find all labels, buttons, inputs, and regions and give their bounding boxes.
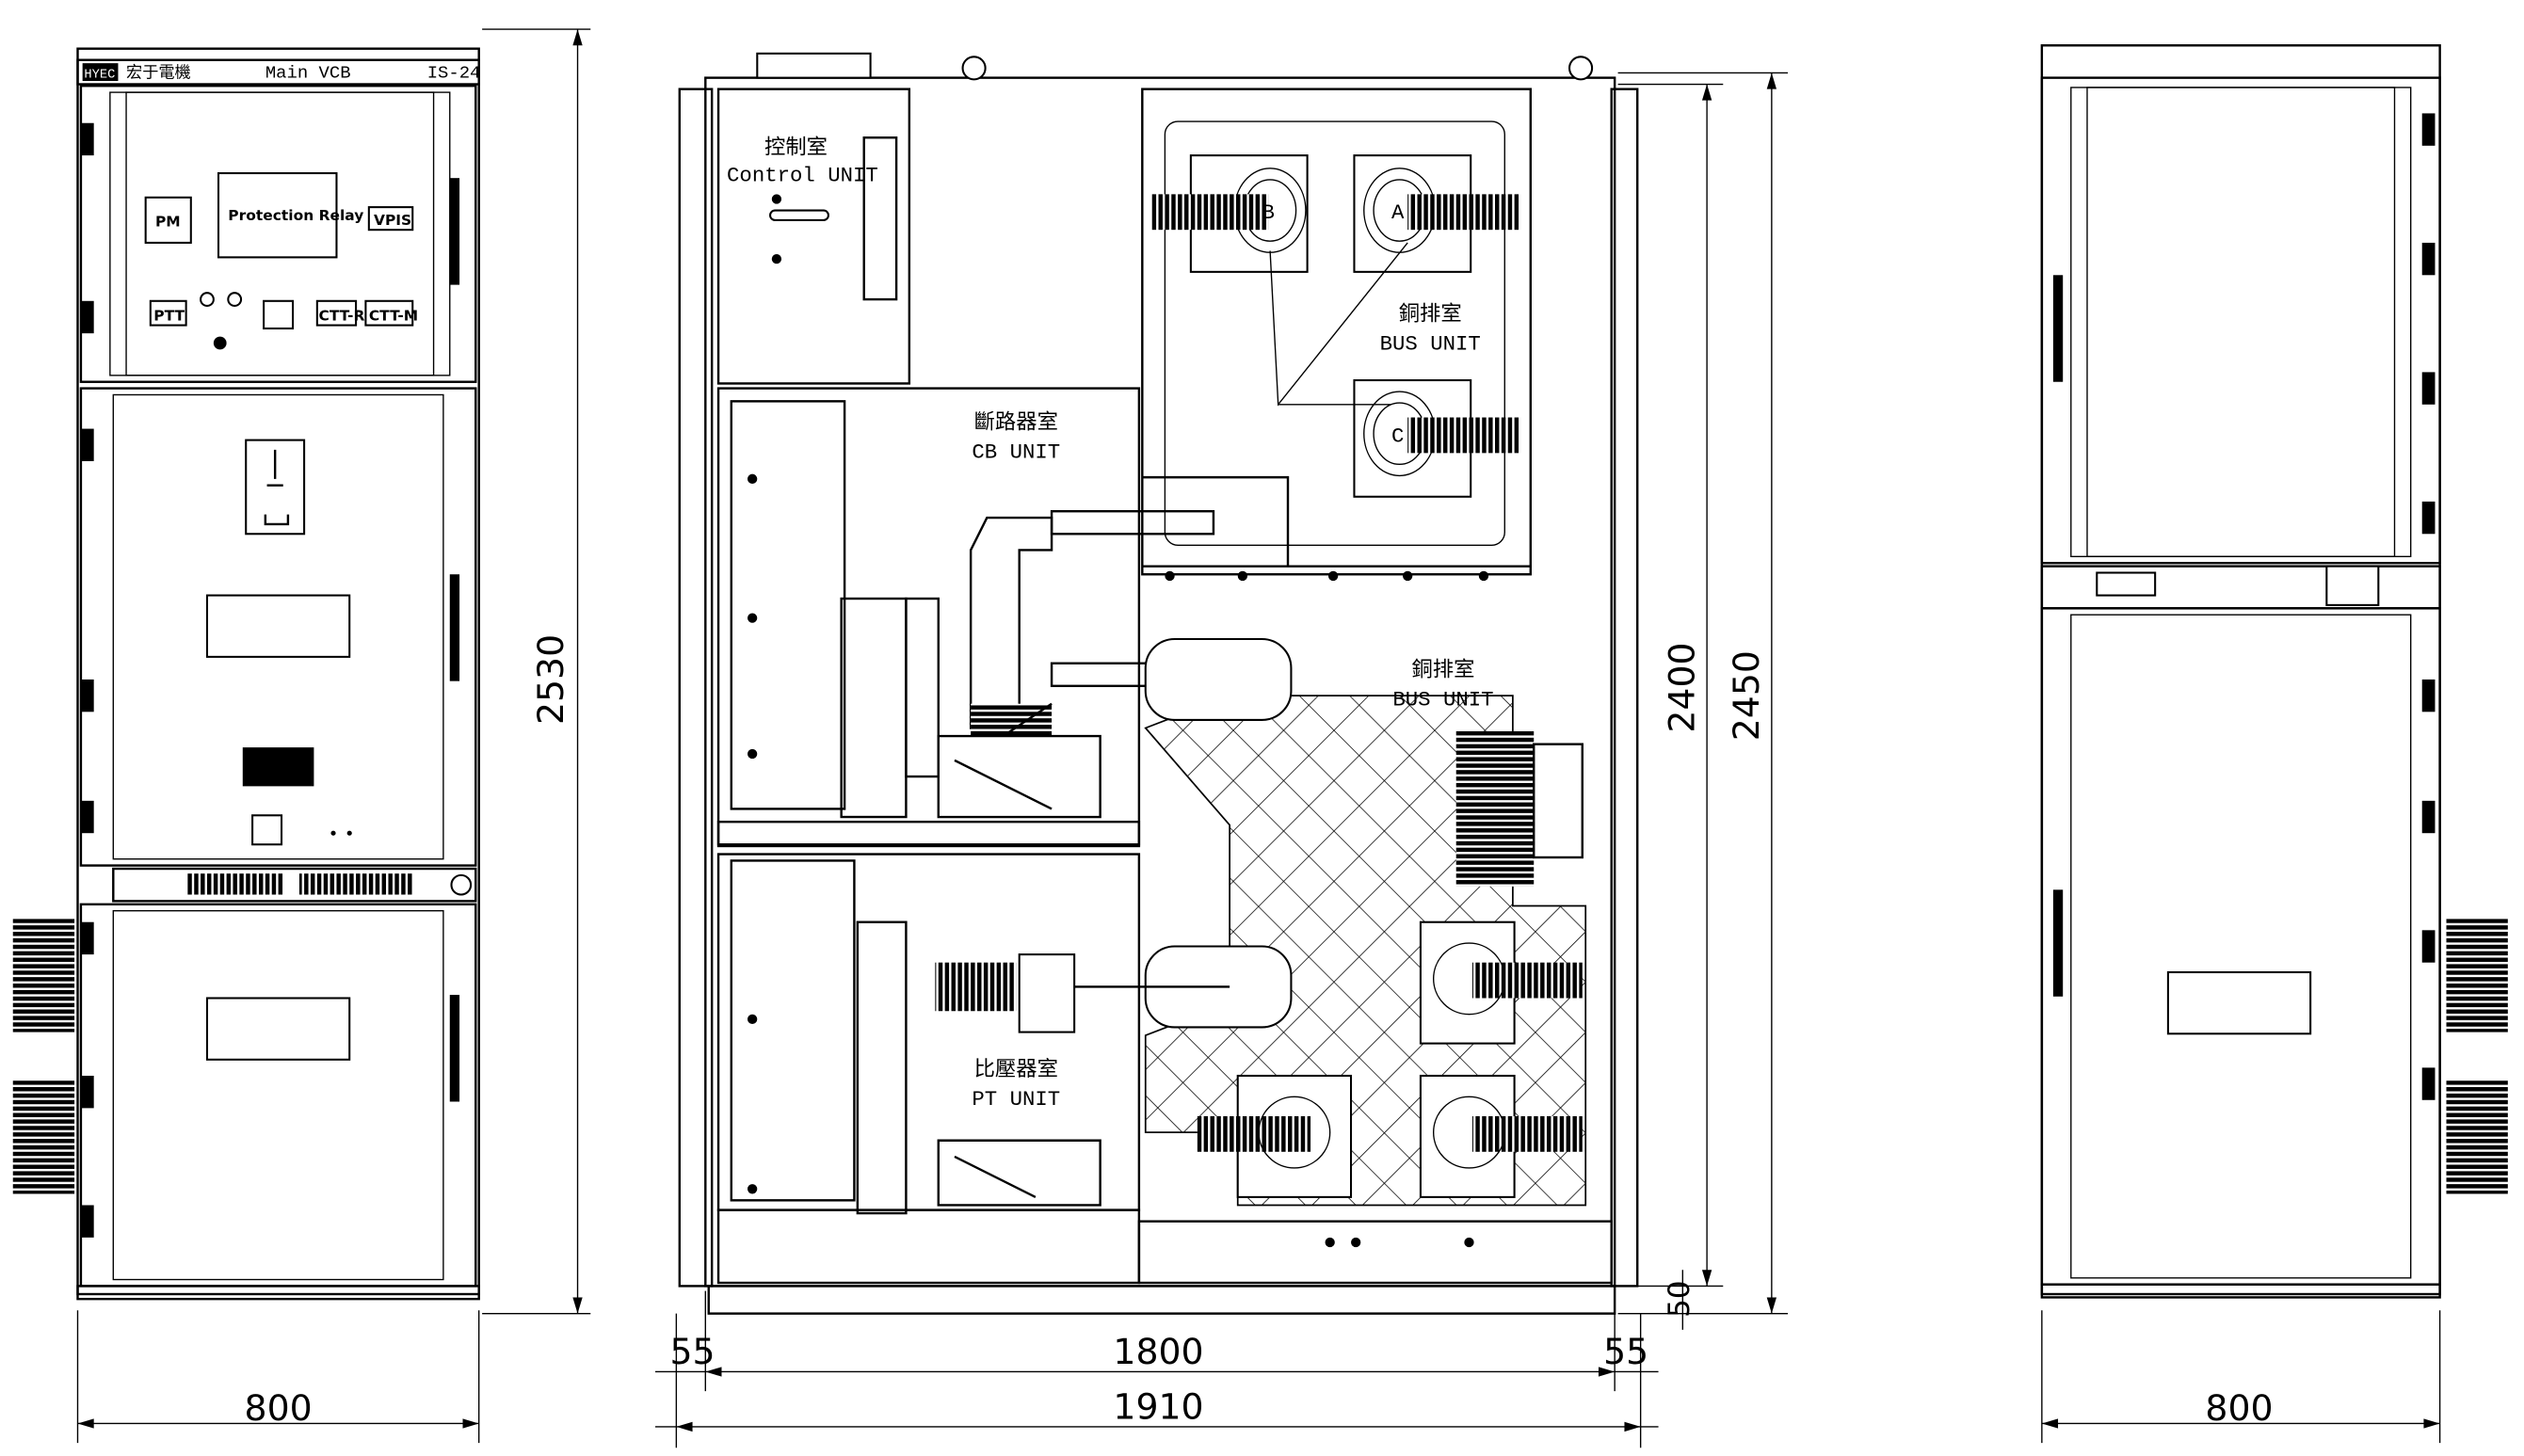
ctt-r-switch[interactable]: [315, 299, 358, 327]
ptt-switch[interactable]: [149, 299, 187, 327]
hinge-icon: [80, 122, 94, 156]
cb-unit-label-en: CB UNIT: [972, 440, 1060, 464]
dim-left-margin: 55: [670, 1331, 715, 1372]
bushing-c: C: [1353, 378, 1521, 498]
door-handle[interactable]: [449, 995, 460, 1102]
viewing-window: [2166, 970, 2312, 1035]
front-view: HYEC 宏于電機 Main VCB IS-24 PM Protection R…: [12, 28, 591, 1444]
phase-b-label: B: [1262, 200, 1274, 225]
bus-unit-upper-label-zh: 銅排室: [1399, 301, 1462, 326]
protection-relay: [217, 171, 338, 259]
bus-unit-upper-label-en: BUS UNIT: [1380, 331, 1481, 356]
indicator-lamp: [200, 292, 215, 307]
company-label: 宏于電機: [126, 64, 191, 83]
ctt-m-label: CTT-M: [369, 307, 418, 324]
cable-bushing: [2446, 1080, 2508, 1194]
bushing-a: A: [1353, 154, 1521, 273]
control-unit-label-en: Control UNIT: [727, 164, 878, 188]
cable-bushing: [12, 1080, 75, 1194]
vpis-label: VPIS: [374, 212, 411, 229]
ctt-m-switch[interactable]: [364, 299, 414, 327]
bus-bushing: [1455, 730, 1535, 887]
bus-unit-lower-label-zh: 銅排室: [1411, 658, 1474, 682]
cable-bushing: [2446, 919, 2508, 1032]
ctt-r-label: CTT-R: [319, 307, 365, 324]
hyec-logo: [82, 63, 119, 82]
dim-rear-width: 800: [2205, 1387, 2273, 1429]
dim-front-width: 800: [245, 1387, 313, 1429]
dim-front-height: 2530: [530, 634, 571, 725]
nameplate: [242, 747, 314, 787]
dim-inner-width: 1800: [1113, 1331, 1203, 1372]
relay-label: Protection Relay: [228, 207, 363, 224]
pt-unit-label-en: PT UNIT: [972, 1087, 1060, 1112]
cable-bushing: [12, 919, 75, 1032]
door-handle[interactable]: [449, 574, 460, 681]
selector-knob[interactable]: [213, 336, 227, 350]
brand-label: HYEC: [84, 69, 115, 83]
rear-latch[interactable]: [2096, 571, 2157, 597]
rear-lock[interactable]: [2325, 565, 2380, 606]
phase-a-label: A: [1391, 200, 1405, 225]
dim-right-margin: 55: [1603, 1331, 1648, 1372]
bushing-b: B: [1151, 154, 1309, 273]
hinge-icon: [80, 300, 94, 334]
racking-port[interactable]: [251, 814, 283, 846]
panel-title: Main VCB: [265, 63, 351, 84]
dim-total-width: 1910: [1113, 1385, 1203, 1427]
control-switch[interactable]: [263, 299, 295, 330]
dim-total-height: 2450: [1726, 650, 1767, 741]
rear-view: 800: [2040, 44, 2508, 1444]
power-meter: [144, 196, 192, 244]
phase-c-label: C: [1391, 424, 1404, 448]
door-handle[interactable]: [2052, 889, 2064, 997]
ptt-label: PTT: [153, 307, 185, 324]
dim-base-height: 50: [1663, 1280, 1696, 1317]
viewing-window: [205, 594, 351, 658]
model-label: IS-24: [427, 63, 481, 84]
door-handle[interactable]: [2052, 275, 2064, 382]
door-handle[interactable]: [449, 178, 460, 285]
cb-unit-label-zh: 斷路器室: [974, 410, 1058, 435]
control-unit-label-zh: 控制室: [764, 135, 828, 159]
section-view: 控制室 Control UNIT 斷路器室 CB UNIT B: [655, 52, 1789, 1448]
pm-label: PM: [155, 214, 181, 231]
bus-unit-lower-label-en: BUS UNIT: [1392, 687, 1493, 712]
viewing-window: [205, 997, 351, 1061]
pt-unit-label-zh: 比壓器室: [974, 1057, 1058, 1081]
dim-body-height: 2400: [1661, 642, 1702, 732]
indicator-lamp: [227, 292, 243, 307]
